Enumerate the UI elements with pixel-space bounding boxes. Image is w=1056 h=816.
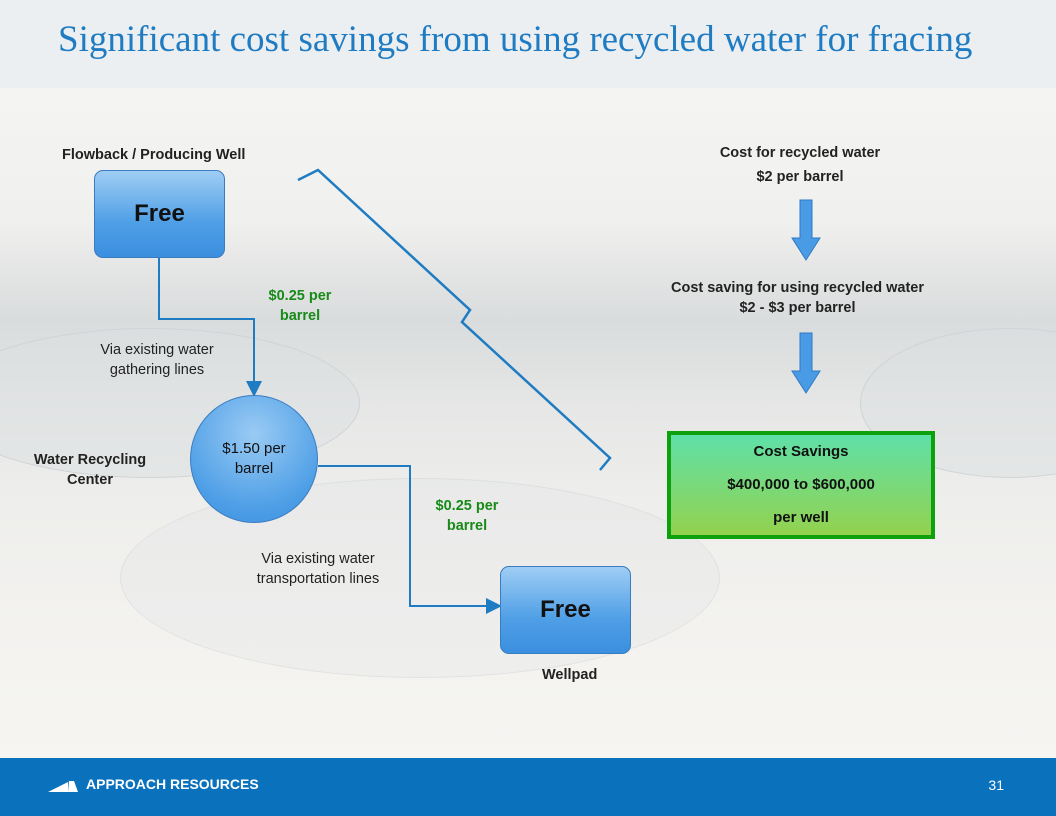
logo-icon (48, 781, 78, 792)
wellpad-box: Free (500, 566, 631, 654)
slide-title: Significant cost savings from using recy… (58, 19, 973, 60)
bracket (297, 168, 612, 471)
wellpad-label: Wellpad (542, 667, 598, 683)
down-arrow-1 (791, 199, 821, 261)
pipe-arrow-1 (158, 258, 262, 397)
recycled-cost: Cost for recycled water$2 per barrel (719, 145, 881, 185)
cost-savings-box: Cost Savings $400,000 to $600,000 per we… (667, 431, 935, 539)
company-name: APPROACH RESOURCES (86, 776, 259, 792)
down-arrow-2 (791, 332, 821, 394)
footer: APPROACH RESOURCES 31 (0, 758, 1056, 816)
source-label: Flowback / Producing Well (62, 147, 246, 163)
saving-cost: Cost saving for using recycled water$2 -… (670, 280, 925, 316)
page-number: 31 (988, 777, 1004, 793)
title-bar: Significant cost savings from using recy… (0, 0, 1056, 88)
source-well-box: Free (94, 170, 225, 258)
pipe-arrow-2 (318, 465, 502, 614)
